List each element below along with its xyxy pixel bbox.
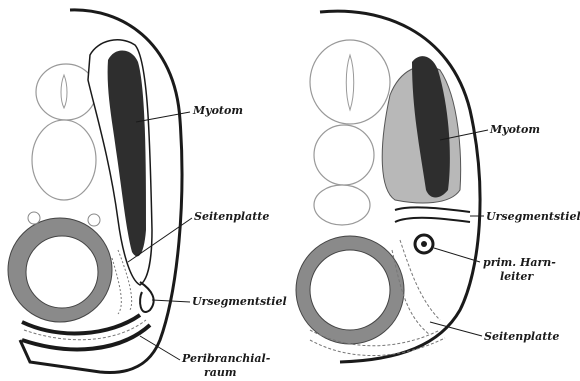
right-label-seitenplatte: Seitenplatte	[484, 330, 559, 343]
right-ring-inner	[310, 250, 390, 330]
right-lower-body	[314, 185, 370, 225]
right-embryo-section: Myotom Ursegmentstiel prim. Harn- leiter…	[296, 11, 580, 362]
left-neural-tube	[36, 64, 96, 120]
left-vessel-b	[88, 214, 100, 226]
right-label-harnleiter-1: prim. Harn-	[483, 256, 556, 269]
left-label-peribranchial-1: Peribranchial-	[181, 352, 271, 365]
left-label-ursegmentstiel: Ursegmentstiel	[192, 295, 287, 308]
right-harnleiter-core	[421, 241, 427, 247]
right-label-harnleiter-2: leiter	[500, 270, 534, 283]
left-ring-inner	[26, 236, 98, 308]
right-harnleiter-leader	[434, 248, 480, 262]
right-label-myotom: Myotom	[489, 123, 540, 136]
right-label-ursegmentstiel: Ursegmentstiel	[486, 210, 580, 223]
left-vessel-a	[28, 212, 40, 224]
left-label-myotom: Myotom	[192, 104, 243, 117]
left-chorda	[32, 120, 96, 200]
left-label-seitenplatte: Seitenplatte	[194, 210, 269, 223]
right-chorda	[314, 125, 374, 185]
left-ursegmentstiel	[140, 282, 154, 312]
right-ursegmentstiel	[395, 207, 470, 222]
left-label-peribranchial-2: raum	[204, 366, 237, 379]
left-embryo-section: Myotom Seitenplatte Ursegmentstiel Perib…	[8, 10, 287, 379]
